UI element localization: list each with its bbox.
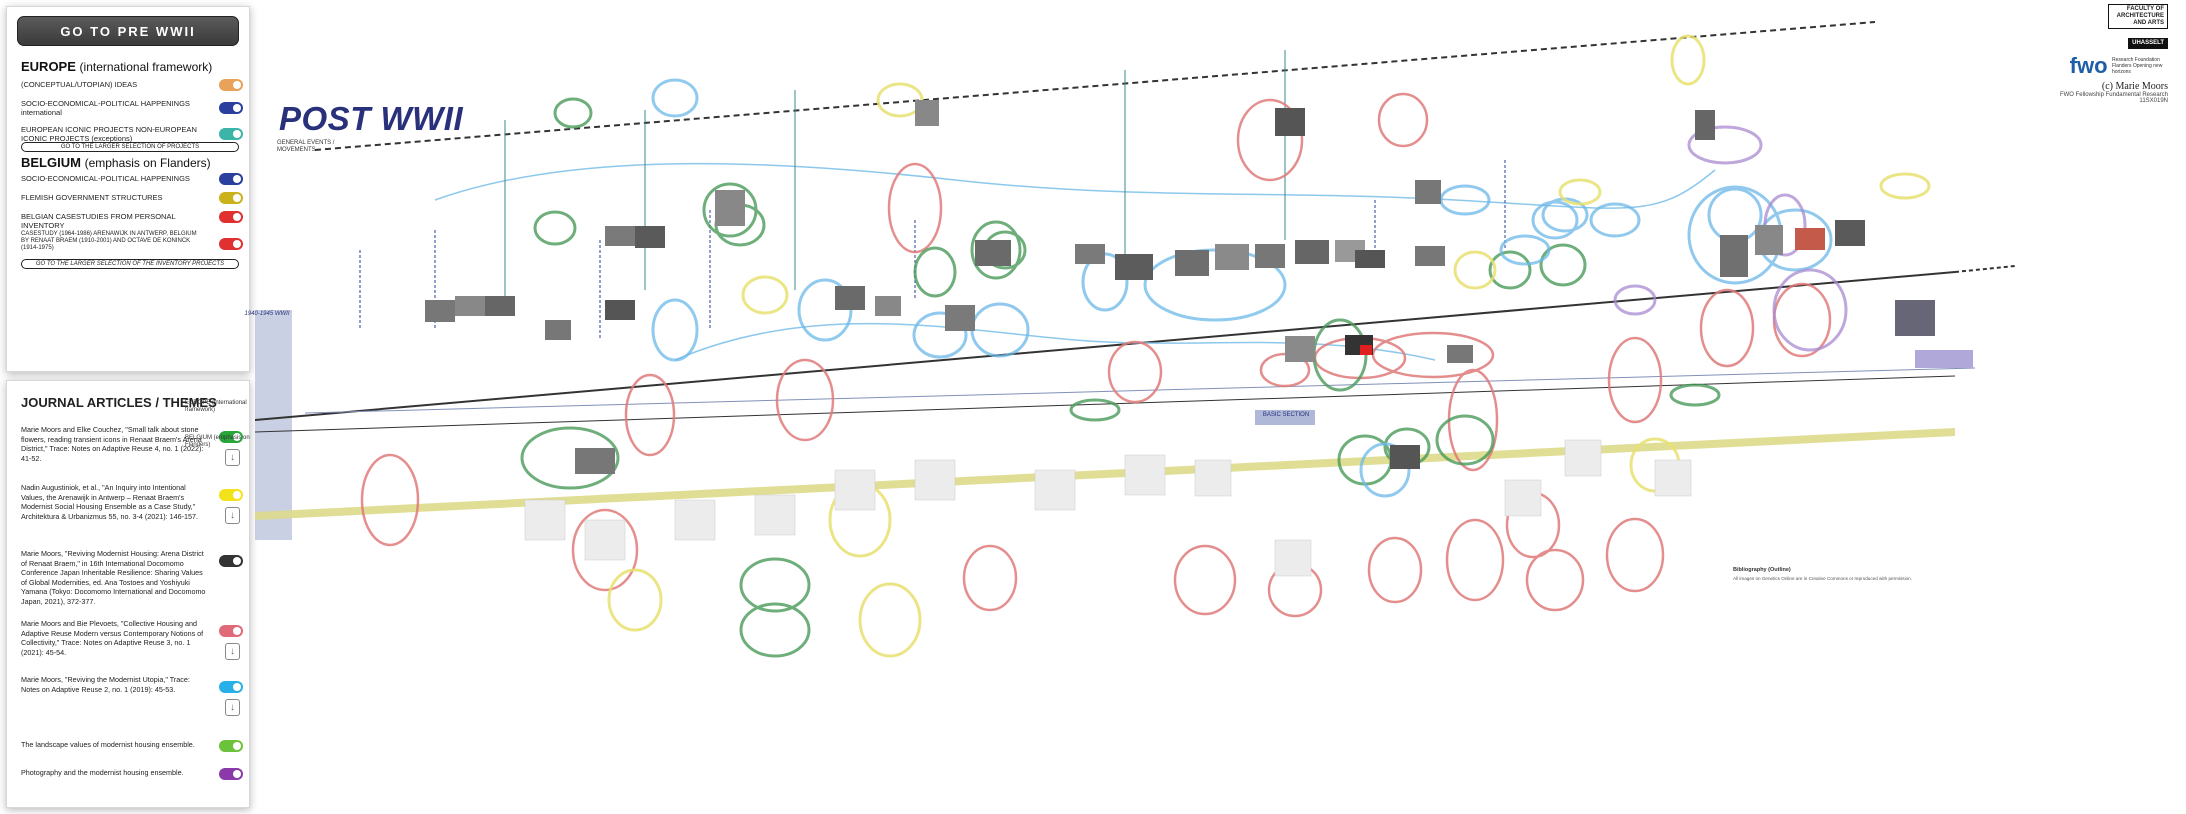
faculty-logo: FACULTY OF ARCHITECTURE AND ARTS <box>2108 4 2168 29</box>
belgium-band <box>255 428 1955 520</box>
author-credit: (c) Marie Moors <box>2101 81 2168 92</box>
toggle-article-7[interactable] <box>219 768 243 780</box>
article-text: Photography and the modernist housing en… <box>21 768 184 777</box>
credits-block: FACULTY OF ARCHITECTURE AND ARTS UHASSEL… <box>2048 4 2168 104</box>
europe-heading: EUROPE (international framework) <box>21 59 212 74</box>
legend-item-belgian-casestudies[interactable]: BELGIAN CASESTUDIES FROM PERSONAL INVENT… <box>21 209 243 230</box>
toggle-article-6[interactable] <box>219 740 243 752</box>
legend-item-socio-international[interactable]: SOCIO-ECONOMICAL-POLITICAL HAPPENINGS in… <box>21 99 243 117</box>
bibliography: Bibliography (Outline) All images on Gen… <box>1733 567 1923 581</box>
article-item[interactable]: Nadin Augustiniok, et al., "An Inquiry i… <box>21 483 243 533</box>
toggle-socio-international[interactable] <box>219 102 243 114</box>
legend-label: FLEMISH GOVERNMENT STRUCTURES <box>21 193 163 202</box>
article-text: Marie Moors, "Reviving Modernist Housing… <box>21 549 206 606</box>
fellowship-credit: FWO Fellowship Fundamental Research 11SX… <box>2059 92 2168 104</box>
fwo-logo: fwo <box>2069 53 2108 78</box>
legend-item-iconic-projects[interactable]: EUROPEAN ICONIC PROJECTS NON-EUROPEAN IC… <box>21 125 243 143</box>
general-events-label: GENERAL EVENTS / MOVEMENTS <box>277 140 335 153</box>
legend-label: BELGIAN CASESTUDIES FROM PERSONAL INVENT… <box>21 212 176 230</box>
toggle-socio-belgium[interactable] <box>219 173 243 185</box>
toggle-iconic-projects[interactable] <box>219 128 243 140</box>
connecting-curve <box>434 162 1716 209</box>
journal-panel: JOURNAL ARTICLES / THEMES Marie Moors an… <box>6 380 250 808</box>
uhasselt-logo: UHASSELT <box>2128 38 2168 49</box>
article-text: Marie Moors and Elke Couchez, "Small tal… <box>21 425 204 463</box>
red-bubbles <box>360 92 1832 618</box>
belgium-row-label: BELGIUM (emphasis on Flanders) <box>185 435 250 448</box>
europe-lower-line <box>304 367 1976 414</box>
bibliography-title: Bibliography (Outline) <box>1733 567 1791 573</box>
bibliography-note: All images on Genetics Online are in Cre… <box>1733 575 1912 581</box>
legend-label: SOCIO-ECONOMICAL-POLITICAL HAPPENINGS in… <box>21 99 190 117</box>
wwii-period-band <box>255 310 292 540</box>
general-events-line <box>314 21 1876 151</box>
legend-item-socio-belgium[interactable]: SOCIO-ECONOMICAL-POLITICAL HAPPENINGS <box>21 171 243 187</box>
download-icon[interactable]: ↓ <box>225 643 240 660</box>
europe-title: EUROPE <box>21 59 76 74</box>
download-icon[interactable]: ↓ <box>225 699 240 716</box>
legend-label: EUROPEAN ICONIC PROJECTS NON-EUROPEAN IC… <box>21 125 197 143</box>
europe-row-label: EUROPE (international framework) <box>185 400 247 413</box>
legend-label: SOCIO-ECONOMICAL-POLITICAL HAPPENINGS <box>21 174 190 183</box>
yellow-bubbles <box>607 34 1931 658</box>
site-plan-sketches <box>524 439 1692 577</box>
toggle-article-2[interactable] <box>219 489 243 501</box>
legend-panel: GO TO PRE WWII EUROPE (international fra… <box>6 6 250 372</box>
article-text: The landscape values of modernist housin… <box>21 740 195 749</box>
fwo-subtitle: Research Foundation Flanders Opening new… <box>2112 57 2163 75</box>
belgium-title: BELGIUM <box>21 155 81 170</box>
article-item[interactable]: Marie Moors and Bie Plevoets, "Collectiv… <box>21 619 243 665</box>
toggle-article-4[interactable] <box>219 625 243 637</box>
vertical-connectors <box>359 160 1506 340</box>
article-item[interactable]: Marie Moors and Elke Couchez, "Small tal… <box>21 425 243 471</box>
basic-section-box <box>1255 410 1315 425</box>
legend-item-arenawijk[interactable]: CASESTUDY (1964-1986) ARENAWIJK IN ANTWE… <box>21 231 243 257</box>
belgium-axis <box>255 375 1956 433</box>
journal-title: JOURNAL ARTICLES / THEMES <box>21 395 217 410</box>
download-icon[interactable]: ↓ <box>225 507 240 524</box>
timeline-diagram: POST WWII GENERAL EVENTS / MOVEMENTS 194… <box>185 0 2186 814</box>
blue-bubbles <box>651 78 1833 498</box>
toggle-arenawijk[interactable] <box>219 238 243 250</box>
image-thumbnails <box>425 100 1935 474</box>
legend-item-flemish-government[interactable]: FLEMISH GOVERNMENT STRUCTURES <box>21 190 243 206</box>
toggle-article-3[interactable] <box>219 555 243 567</box>
toggle-flemish-government[interactable] <box>219 192 243 204</box>
end-ribbon <box>1915 350 1973 368</box>
larger-selection-button[interactable]: GO TO THE LARGER SELECTION OF PROJECTS <box>21 142 239 152</box>
toggle-belgian-casestudies[interactable] <box>219 211 243 223</box>
article-text: Marie Moors, "Reviving the Modernist Uto… <box>21 675 190 694</box>
inventory-selection-button[interactable]: GO TO THE LARGER SELECTION OF THE INVENT… <box>21 259 239 269</box>
article-item[interactable]: Photography and the modernist housing en… <box>21 765 243 780</box>
legend-item-ideas[interactable]: (CONCEPTUAL/UTOPIAN) IDEAS <box>21 77 243 93</box>
belgium-heading: BELGIUM (emphasis on Flanders) <box>21 155 211 170</box>
green-bubbles <box>520 97 1721 658</box>
teal-connectors <box>504 50 1286 300</box>
basic-section-label: BASIC SECTION <box>1262 412 1310 418</box>
wwii-period-label: 1940-1945 WWII <box>244 311 290 317</box>
europe-axis-end <box>1954 265 2016 273</box>
toggle-article-1[interactable] <box>219 431 243 443</box>
legend-label: (CONCEPTUAL/UTOPIAN) IDEAS <box>21 80 138 89</box>
europe-axis <box>255 271 1956 421</box>
article-text: Marie Moors and Bie Plevoets, "Collectiv… <box>21 619 204 657</box>
europe-subtitle: (international framework) <box>79 60 213 74</box>
download-icon[interactable]: ↓ <box>225 449 240 466</box>
article-text: Nadin Augustiniok, et al., "An Inquiry i… <box>21 483 198 521</box>
legend-label: CASESTUDY (1964-1986) ARENAWIJK IN ANTWE… <box>21 231 197 251</box>
article-item[interactable]: Marie Moors, "Reviving the Modernist Uto… <box>21 675 243 716</box>
article-item[interactable]: Marie Moors, "Reviving Modernist Housing… <box>21 549 243 606</box>
post-wwii-title: POST WWII <box>279 100 464 137</box>
toggle-ideas[interactable] <box>219 79 243 91</box>
belgium-subtitle: (emphasis on Flanders) <box>84 156 211 170</box>
go-to-pre-wwii-button[interactable]: GO TO PRE WWII <box>17 16 239 46</box>
timeline-canvas <box>255 21 2016 658</box>
article-item[interactable]: The landscape values of modernist housin… <box>21 737 243 752</box>
toggle-article-5[interactable] <box>219 681 243 693</box>
